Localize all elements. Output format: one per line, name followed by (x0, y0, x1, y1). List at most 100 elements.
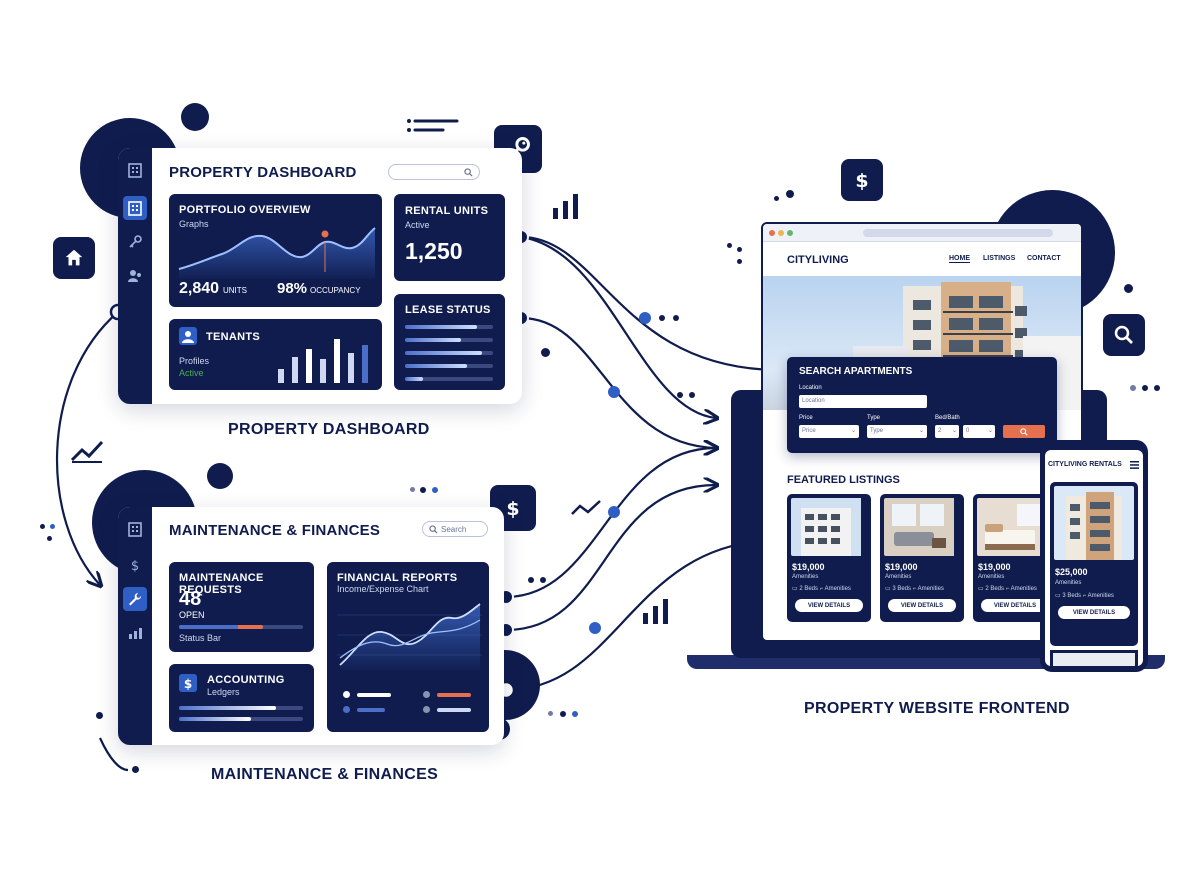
bed-select[interactable]: 2⌄ (935, 425, 959, 438)
listing-photo (1054, 486, 1134, 560)
search-input[interactable] (388, 164, 480, 180)
tenants-card[interactable]: TENANTS Profiles Active (169, 319, 382, 390)
nav-listings[interactable]: LISTINGS (983, 255, 1016, 262)
decor-dot (420, 487, 426, 493)
listing-extra: Amenities (917, 586, 944, 592)
legend-bar (357, 693, 391, 697)
search-icon (1020, 427, 1028, 436)
home-icon (65, 249, 83, 266)
card-title: FINANCIAL REPORTS (337, 572, 458, 584)
bath-select[interactable]: 0⌄ (963, 425, 995, 438)
connector-line (505, 448, 716, 599)
search-icon (1114, 325, 1133, 344)
dollar-icon: $ (131, 559, 139, 573)
maintenance-requests-card[interactable]: MAINTENANCE REQUESTS 48 OPEN Status Bar (169, 562, 314, 652)
dashboard-caption: PROPERTY DASHBOARD (228, 421, 430, 438)
hamburger-menu-icon[interactable] (1130, 461, 1139, 469)
search-submit-button[interactable] (1003, 425, 1045, 438)
bed-icon: ▭ (1055, 593, 1061, 599)
connector-node (589, 622, 601, 634)
search-apartments-form: SEARCH APARTMENTS Location Location Pric… (787, 357, 1057, 453)
income-expense-chart (337, 603, 482, 670)
legend-swatch (423, 691, 430, 698)
key-icon (129, 235, 142, 248)
svg-text:$: $ (184, 677, 192, 690)
view-details-button[interactable]: VIEW DETAILS (795, 599, 863, 612)
connector-line (505, 540, 780, 692)
connector-line (520, 235, 716, 418)
user-icon (182, 331, 194, 343)
chevron-down-icon: ⌄ (918, 428, 924, 434)
listing-features: ▭ 3 Beds ⌐ Amenities (1055, 592, 1114, 599)
window-minimize-button[interactable] (778, 230, 784, 236)
window-close-button[interactable] (769, 230, 775, 236)
type-label: Type (867, 415, 881, 421)
location-input[interactable]: Location (799, 395, 927, 408)
sidebar-item-buildings[interactable] (123, 517, 147, 541)
sidebar-item-reports[interactable] (123, 621, 147, 645)
rental-units-card[interactable]: RENTAL UNITS Active 1,250 (394, 194, 505, 281)
lease-status-card[interactable]: LEASE STATUS (394, 294, 505, 390)
portfolio-overview-card[interactable]: PORTFOLIO OVERVIEW Graphs 2,840 UNITS 98… (169, 194, 382, 307)
search-input[interactable]: Search (422, 521, 488, 537)
menu-lines-icon (407, 119, 459, 132)
decor-dot (1124, 284, 1133, 293)
page-title: MAINTENANCE & FINANCES (169, 522, 381, 539)
connector-line (55, 311, 119, 585)
nav-home[interactable]: HOME (949, 255, 970, 263)
sidebar-item-buildings[interactable] (123, 158, 147, 182)
listing-features: ▭ 3 Beds ⌐ Amenities (885, 585, 944, 592)
apartment-building-image (1066, 492, 1122, 560)
site-brand[interactable]: CITYLIVING (787, 254, 849, 266)
accounting-bar-fill (179, 717, 251, 721)
listing-extra: Amenities (1087, 593, 1114, 599)
status-bar-label: Status Bar (179, 633, 222, 643)
view-details-button[interactable]: VIEW DETAILS (1058, 606, 1130, 619)
address-bar[interactable] (863, 229, 1053, 237)
svg-text:$: $ (131, 559, 139, 573)
mobile-listing-card[interactable]: $25,000 Amenities ▭ 3 Beds ⌐ Amenities V… (1050, 482, 1138, 646)
sidebar-item-keys[interactable] (123, 230, 147, 254)
connector-dot (689, 392, 695, 398)
search-placeholder: Search (441, 525, 467, 534)
window-maximize-button[interactable] (787, 230, 793, 236)
decor-dot (181, 103, 209, 131)
decor-dot (560, 711, 566, 717)
decor-dot (40, 524, 45, 529)
accounting-card[interactable]: $ ACCOUNTING Ledgers (169, 664, 314, 732)
lease-bar-track (405, 377, 493, 381)
accounting-bar-fill (179, 706, 276, 710)
lease-bar-fill (405, 364, 467, 368)
listing-beds: 2 Beds (985, 586, 1005, 592)
sidebar-item-users[interactable] (123, 264, 147, 288)
listing-amenities: Amenities (1055, 580, 1082, 586)
sidebar-item-maintenance[interactable] (123, 587, 147, 611)
occupancy-label: OCCUPANCY (310, 286, 361, 295)
dollar-badge: $ (841, 159, 883, 201)
listing-price: $19,000 (792, 562, 825, 572)
chevron-down-icon: ⌄ (850, 428, 856, 434)
view-details-button[interactable]: VIEW DETAILS (981, 599, 1049, 612)
price-select[interactable]: Price⌄ (799, 425, 859, 438)
nav-contact[interactable]: CONTACT (1027, 255, 1061, 262)
listing-price: $19,000 (978, 562, 1011, 572)
sidebar-item-properties[interactable] (123, 196, 147, 220)
decor-dot (1154, 385, 1160, 391)
decor-dot (1142, 385, 1148, 391)
decor-dot (410, 487, 415, 492)
sidebar-item-finances[interactable]: $ (123, 553, 147, 577)
card-title: RENTAL UNITS (405, 205, 489, 217)
decor-dot (132, 766, 139, 773)
connector-line (520, 235, 780, 370)
living-room-image (884, 498, 954, 556)
bed-icon: ▭ (792, 586, 798, 592)
view-details-button[interactable]: VIEW DETAILS (888, 599, 956, 612)
type-select[interactable]: Type⌄ (867, 425, 927, 438)
listing-extra: Amenities (824, 586, 851, 592)
connector-dot (659, 315, 665, 321)
listing-price: $25,000 (1055, 567, 1088, 577)
legend-bar (357, 708, 385, 712)
financial-reports-card[interactable]: FINANCIAL REPORTS Income/Expense Chart (327, 562, 489, 732)
